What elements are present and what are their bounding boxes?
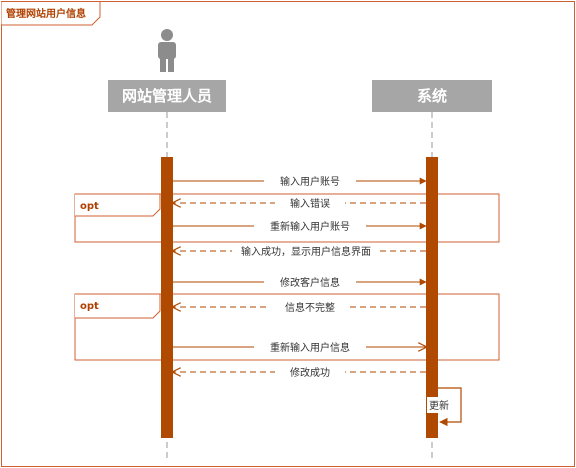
svg-text:修改成功: 修改成功 bbox=[290, 366, 330, 379]
svg-text:重新输入用户账号: 重新输入用户账号 bbox=[270, 220, 350, 233]
message-9-self: 更新 bbox=[427, 387, 462, 427]
diagram-title: 管理网站用户信息 bbox=[6, 7, 86, 20]
participant-system-box bbox=[372, 80, 492, 112]
opt-fragment-1-label: opt bbox=[80, 201, 99, 212]
message-2: 输入错误 bbox=[173, 196, 426, 210]
opt-fragment-1-tab bbox=[75, 193, 161, 217]
svg-text:信息不完整: 信息不完整 bbox=[285, 301, 335, 314]
svg-text:输入成功，显示用户信息界面: 输入成功，显示用户信息界面 bbox=[241, 245, 371, 258]
actor-person-icon bbox=[158, 29, 176, 72]
svg-text:输入用户账号: 输入用户账号 bbox=[280, 175, 340, 188]
message-4: 输入成功，显示用户信息界面 bbox=[173, 244, 426, 258]
svg-text:修改客户信息: 修改客户信息 bbox=[280, 276, 340, 289]
participant-system-label: 系统 bbox=[417, 87, 447, 105]
diagram-frame-tab bbox=[1, 1, 101, 26]
svg-text:更新: 更新 bbox=[429, 399, 449, 412]
message-1: 输入用户账号 bbox=[173, 174, 427, 188]
message-7: 重新输入用户信息 bbox=[173, 340, 426, 354]
message-5: 修改客户信息 bbox=[173, 275, 427, 289]
message-8: 修改成功 bbox=[173, 365, 426, 379]
svg-text:输入错误: 输入错误 bbox=[290, 197, 330, 210]
opt-fragment-1 bbox=[74, 193, 500, 243]
participant-admin-label: 网站管理人员 bbox=[122, 87, 212, 105]
opt-fragment-2 bbox=[74, 293, 500, 361]
activation-admin bbox=[161, 157, 173, 438]
message-3: 重新输入用户账号 bbox=[173, 219, 427, 233]
message-6: 信息不完整 bbox=[173, 300, 426, 314]
opt-fragment-2-label: opt bbox=[80, 301, 99, 312]
participant-admin-box bbox=[108, 80, 226, 112]
activation-system bbox=[426, 157, 438, 438]
opt-fragment-2-tab bbox=[75, 293, 161, 319]
svg-text:重新输入用户信息: 重新输入用户信息 bbox=[270, 341, 350, 354]
